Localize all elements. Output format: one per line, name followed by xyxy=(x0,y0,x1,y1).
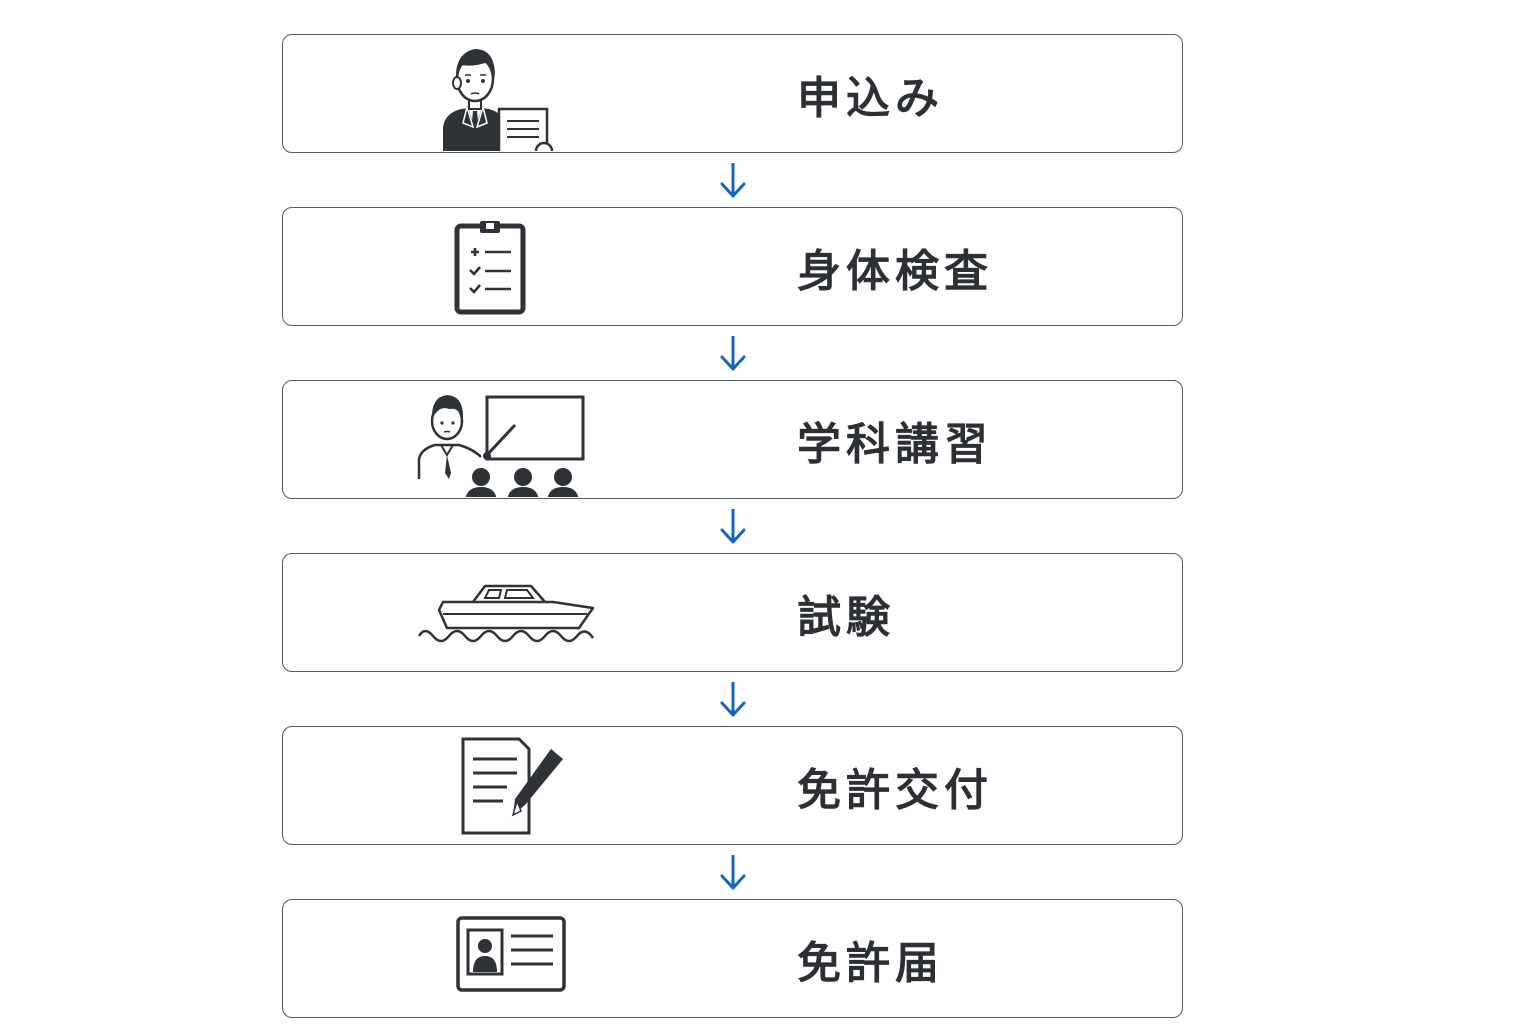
step-label-license-notification: 免許届 xyxy=(797,937,944,989)
document-pen-icon xyxy=(403,727,603,843)
step-label-license-issue: 免許交付 xyxy=(797,764,993,816)
step-label-physical-exam: 身体検査 xyxy=(797,245,993,297)
arrow-down-icon xyxy=(720,336,746,371)
connector-arrow xyxy=(282,326,1183,380)
applicant-with-document-icon xyxy=(403,35,603,151)
clipboard-checklist-icon xyxy=(403,208,603,324)
step-label-application: 申込み xyxy=(797,72,944,124)
step-application: 申込み xyxy=(282,34,1183,153)
step-lecture: 学科講習 xyxy=(282,380,1183,499)
step-physical-exam: 身体検査 xyxy=(282,207,1183,326)
connector-arrow xyxy=(282,845,1183,899)
connector-arrow xyxy=(282,153,1183,207)
boat-icon xyxy=(403,554,603,670)
flow-diagram: 申込み 身体検査 xyxy=(282,34,1183,1018)
step-label-lecture: 学科講習 xyxy=(797,418,993,470)
arrow-down-icon xyxy=(720,855,746,890)
connector-arrow xyxy=(282,672,1183,726)
arrow-down-icon xyxy=(720,163,746,198)
arrow-down-icon xyxy=(720,509,746,544)
step-license-issue: 免許交付 xyxy=(282,726,1183,845)
id-card-icon xyxy=(403,900,603,1016)
arrow-down-icon xyxy=(720,682,746,717)
lecture-class-icon xyxy=(403,381,603,497)
step-license-notification: 免許届 xyxy=(282,899,1183,1018)
step-exam: 試験 xyxy=(282,553,1183,672)
connector-arrow xyxy=(282,499,1183,553)
step-label-exam: 試験 xyxy=(797,591,895,643)
